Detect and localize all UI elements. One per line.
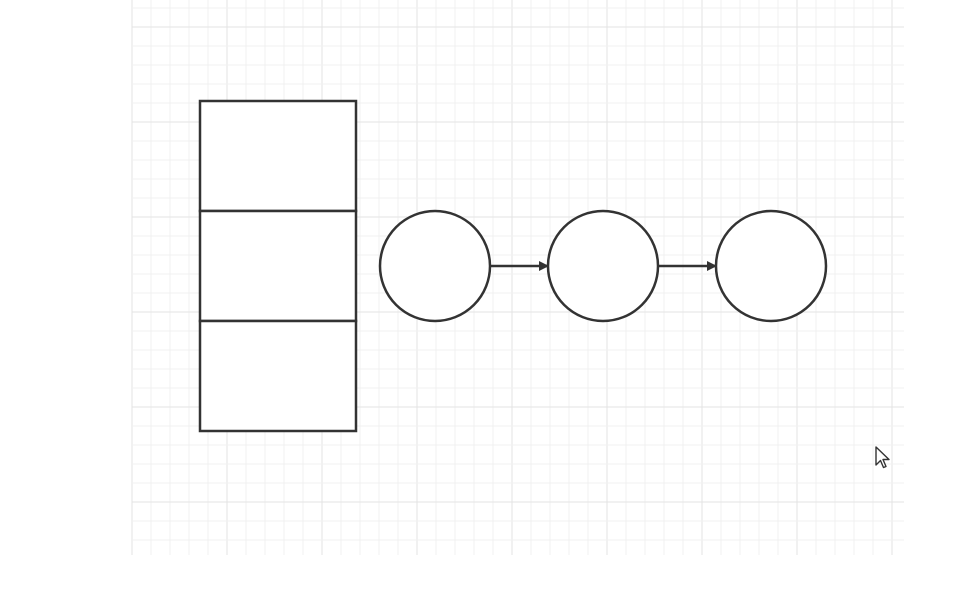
stack-cell[interactable] xyxy=(198,209,358,323)
chain-node-circle[interactable] xyxy=(714,209,828,323)
chain-node[interactable] xyxy=(546,209,660,323)
linked-node-chain xyxy=(378,209,828,323)
stack-block[interactable] xyxy=(198,99,358,433)
chain-node[interactable] xyxy=(714,209,828,323)
chain-node-circle[interactable] xyxy=(546,209,660,323)
stack-cell-box[interactable] xyxy=(198,319,358,433)
stack-cell-box[interactable] xyxy=(198,99,358,213)
stack-cell-box[interactable] xyxy=(198,209,358,323)
stack-cell[interactable] xyxy=(198,319,358,433)
chain-node-circle[interactable] xyxy=(378,209,492,323)
stack-cell[interactable] xyxy=(198,99,358,213)
mouse-pointer-icon xyxy=(875,446,890,469)
chain-node[interactable] xyxy=(378,209,492,323)
